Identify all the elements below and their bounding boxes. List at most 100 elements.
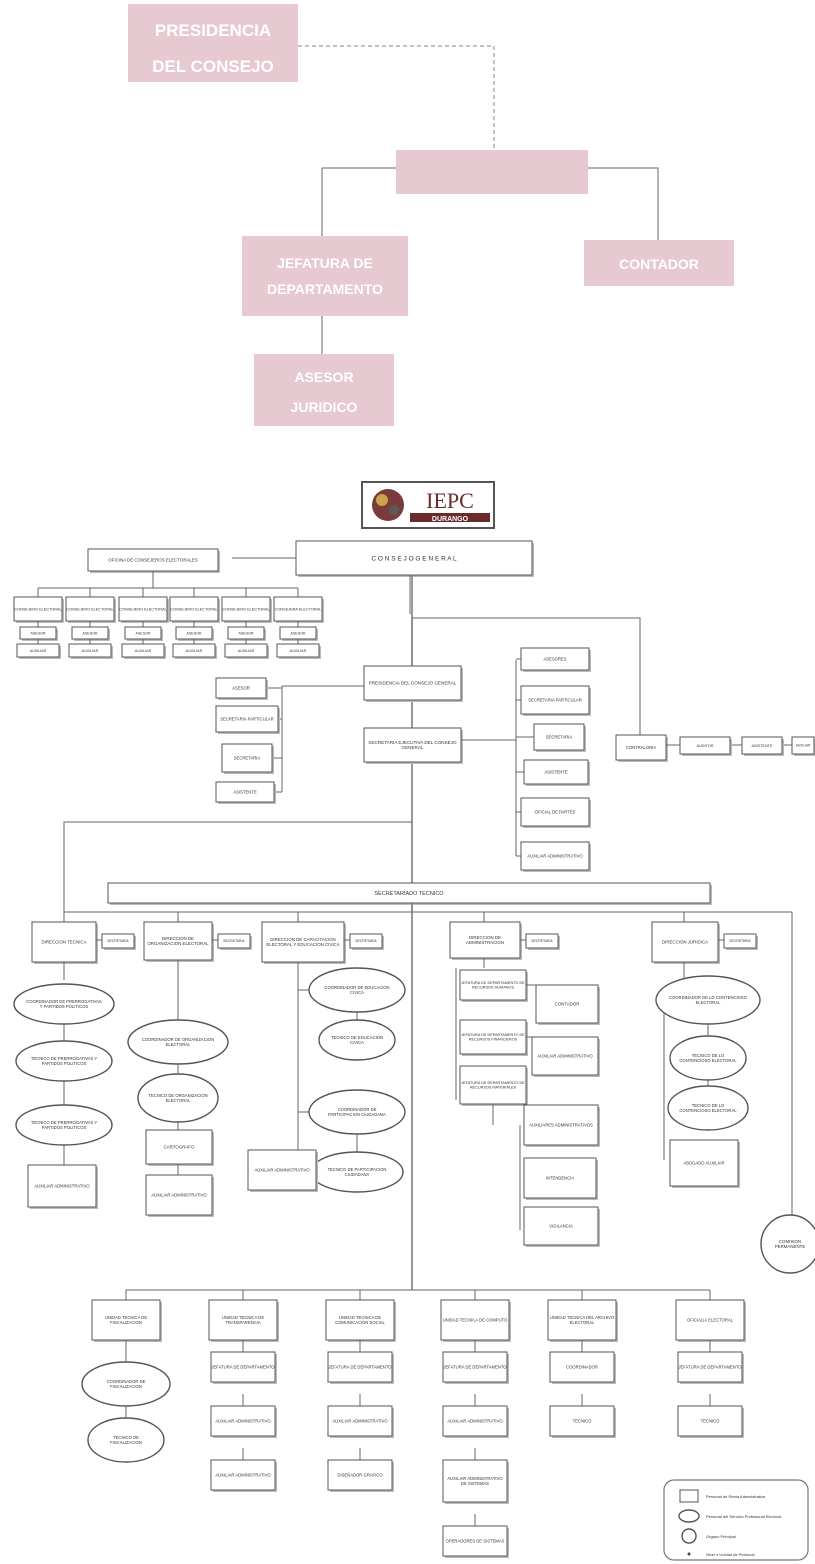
dir4-item-1[interactable]: CONTADOR [535,984,600,1025]
consejero-box-3[interactable]: CONSEJERO ELECTORAL [118,596,169,623]
dir2-item-3[interactable]: CARTOGRAFO [145,1129,214,1166]
asesor-box-6[interactable]: ASESOR [279,626,318,641]
unit3-item-1[interactable]: JEFATURA DE DEPARTAMENTO [327,1351,394,1384]
jefatura-departamento-box[interactable]: JEFATURA DE DEPARTAMENTO [242,236,408,316]
right-staff-box-3[interactable]: SECRETARIA [533,723,586,752]
unit2-item-2[interactable]: AUXILIAR ADMINISTRATIVO [210,1405,277,1438]
left-staff-box-2[interactable]: SECRETARIA PARTICULAR [215,705,280,734]
dir3-item-5[interactable]: AUXILIAR ADMINISTRATIVO [247,1149,318,1192]
auxiliar-box-4[interactable]: AUXILIAR [172,643,217,659]
asesor-box-1[interactable]: ASESOR [19,626,58,641]
asesor-box-4[interactable]: ASESOR [175,626,214,641]
consejero-box-6[interactable]: CONSEJERA ELECTORAL [273,596,324,623]
contraloria-box[interactable]: CONTRALORIA [615,734,668,762]
unit3-item-3[interactable]: DISEÑADOR GRAFICO [327,1459,394,1492]
direction-secretaria-box-1[interactable]: SECRETARIA [101,933,136,950]
consejero-box-4[interactable]: CONSEJERO ELECTORAL [169,596,220,623]
presidencia-consejo-box[interactable]: PRESIDENCIA DEL CONSEJO [128,4,298,82]
right-staff-box-5[interactable]: OFICIAL DE PARTES [520,797,591,828]
dir5-item-4[interactable]: ABOGADO AUXILIAR [669,1139,740,1188]
unit4-item-2[interactable]: AUXILIAR ADMINISTRATIVO [442,1405,509,1438]
auditor-box[interactable]: AUDITOR [679,736,732,756]
dir4-item-3[interactable]: AUXILIARES ADMINISTRATIVOS [523,1104,600,1147]
unit5-item-1[interactable]: COORDINADOR [549,1351,616,1384]
dir2-item-4[interactable]: AUXILIAR ADMINISTRATIVO [145,1174,214,1217]
auxiliar-box-3[interactable]: AUXILIAR [121,643,166,659]
left-staff-box-3[interactable]: SECRETARIA [221,743,274,774]
unit5-item-2[interactable]: TECNICO [549,1405,616,1438]
direction-box-5[interactable]: DIRECCION JURIDICA [651,921,720,964]
unit4-item-4[interactable]: OPERADORES DE SISTEMAS [442,1525,509,1558]
unit6-item-2[interactable]: TECNICO [677,1405,744,1438]
asesor-juridico-box[interactable]: ASESOR JURIDICO [254,354,394,426]
left-staff-box-1[interactable]: ASESOR [215,677,268,700]
direction-secretaria-box-3[interactable]: SECRETARIA [349,933,384,950]
presidencia-consejo-general-box[interactable]: PRESIDENCIA DEL CONSEJO GENERAL [363,665,463,702]
auxiliar-box-6[interactable]: AUXILIAR [276,643,321,659]
contador-box[interactable]: CONTADOR [584,240,734,286]
dir4-item-2[interactable]: AUXILIAR ADMINISTRATIVO [531,1036,600,1077]
unit6-item-1[interactable]: JEFATURA DE DEPARTAMENTO [677,1351,744,1384]
direction-secretaria-box-2[interactable]: SECRETARIA [217,933,252,950]
direction-secretaria-box-4[interactable]: SECRETARIA [525,933,560,950]
auxiliar-box-2[interactable]: AUXILIAR [68,643,113,659]
secretaria-box[interactable] [396,150,588,194]
unit-box-4[interactable]: UNIDAD TECNICA DE COMPUTO [440,1299,511,1342]
right-staff-box-4[interactable]: ASISTENTE [523,759,590,786]
auxiliar-box-1[interactable]: AUXILIAR [16,643,61,659]
auxiliar-box-5[interactable]: AUXILIAR [224,643,269,659]
unit2-item-1[interactable]: JEFATURA DE DEPARTAMENTO [210,1351,277,1384]
asesor-box-5[interactable]: ASESOR [227,626,266,641]
unit-box-6[interactable]: OFICIALIA ELECTORAL [675,1299,746,1342]
asesor-box-2[interactable]: ASESOR [71,626,110,641]
asesor-box-3[interactable]: ASESOR [124,626,163,641]
unit2-item-3[interactable]: AUXILIAR ADMINISTRATIVO [210,1459,277,1492]
unit3-item-2[interactable]: AUXILIAR ADMINISTRATIVO [327,1405,394,1438]
direction-box-1[interactable]: DIRECCION TECNICA [31,921,98,964]
right-staff-box-6[interactable]: AUXILIAR ADMINISTRATIVO [520,841,591,872]
oficina-consejeros-box[interactable]: OFICINA DE CONSEJEROS ELECTORALES [87,548,220,573]
left-staff-box-4[interactable]: ASISTENTE [215,781,276,804]
right-staff-box-1[interactable]: ASESORES [520,647,591,672]
consejero-box-2[interactable]: CONSEJERO ELECTORAL [65,596,116,623]
consejero-box-5[interactable]: CONSEJERO ELECTORAL [221,596,272,623]
asistente-contraloria-box[interactable]: ASISTENTE [741,736,784,756]
dir4-item-4[interactable]: INTENDENCIA [523,1157,598,1200]
unit4-item-1[interactable]: JEFATURA DE DEPARTAMENTO [442,1351,509,1384]
dir4-item-5[interactable]: VIGILANCIA [523,1206,600,1247]
auxiliar-contraloria-box[interactable]: AUXILIAR [791,736,815,756]
direction-secretaria-box-5[interactable]: SECRETARIA [723,933,758,950]
consejo-general-box[interactable]: C O N S E J O G E N E R A L [295,540,534,577]
consejero-box-1[interactable]: CONSEJERO ELECTORAL [13,596,64,623]
secretariado-tecnico-bar[interactable]: SECRETARIADO TECNICO [107,882,712,905]
right-staff-box-2[interactable]: SECRETARIA PARTICULAR [520,685,591,716]
dir1-item-4[interactable]: AUXILIAR ADMINISTRATIVO [27,1164,98,1209]
